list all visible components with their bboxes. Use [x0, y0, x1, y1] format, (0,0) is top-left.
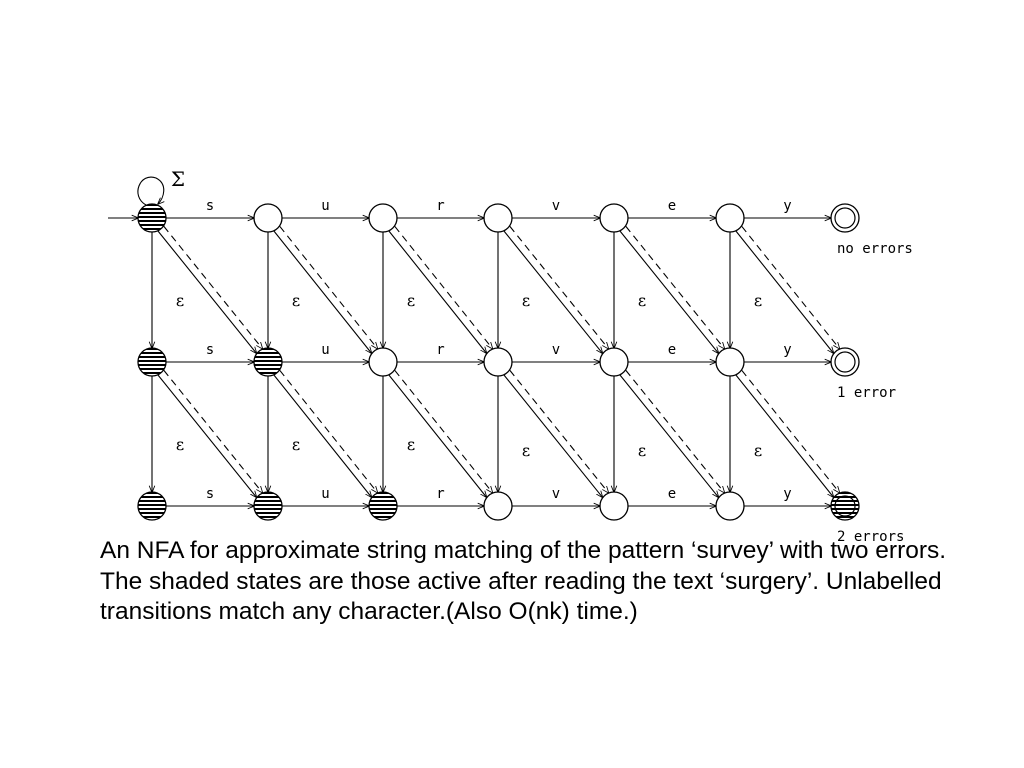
transition-label: v: [552, 342, 560, 358]
active-state: [368, 491, 398, 521]
active-state: [253, 347, 283, 377]
transition-label: y: [783, 198, 791, 214]
substitution-transition: [388, 230, 487, 353]
deletion-transition: [279, 370, 378, 492]
transition-label: e: [668, 198, 676, 214]
state: [715, 491, 745, 521]
transition-label: u: [321, 486, 329, 502]
state: [368, 203, 398, 233]
deletion-transition: [163, 226, 262, 348]
state: [253, 203, 283, 233]
epsilon-label: ε: [522, 291, 530, 310]
deletion-transition: [625, 370, 724, 492]
epsilon-label: ε: [176, 435, 184, 454]
sigma-label: Σ: [171, 167, 185, 191]
deletion-transition: [509, 370, 608, 492]
substitution-transition: [388, 374, 487, 497]
deletion-transition: [509, 226, 608, 348]
row-label-1-error: 1 error: [837, 385, 896, 401]
transition-label: e: [668, 342, 676, 358]
transition-label: s: [206, 486, 214, 502]
transition-label: y: [783, 486, 791, 502]
deletion-transition: [394, 226, 493, 348]
transition-label: y: [783, 342, 791, 358]
transition-label: v: [552, 486, 560, 502]
transition-label: r: [436, 342, 444, 358]
epsilon-label: ε: [754, 291, 762, 310]
active-state: [253, 491, 283, 521]
deletion-transition: [394, 370, 493, 492]
transition-label: e: [668, 486, 676, 502]
substitution-transition: [735, 374, 834, 497]
state: [483, 347, 513, 377]
substitution-transition: [157, 230, 256, 353]
epsilon-label: ε: [638, 441, 646, 460]
state: [715, 203, 745, 233]
row-label-no-errors: no errors: [837, 241, 913, 257]
active-state: [137, 491, 167, 521]
deletion-transition: [163, 370, 262, 492]
state: [599, 203, 629, 233]
active-state: [137, 347, 167, 377]
self-loop-transition: [137, 176, 164, 206]
substitution-transition: [273, 374, 372, 497]
transition-label: v: [552, 198, 560, 214]
figure-caption: An NFA for approximate string matching o…: [100, 537, 947, 625]
state: [483, 491, 513, 521]
epsilon-label: ε: [407, 435, 415, 454]
state: [483, 203, 513, 233]
substitution-transition: [619, 374, 718, 497]
state: [599, 347, 629, 377]
accepting-state-ring: [834, 351, 856, 373]
epsilon-label: ε: [292, 291, 300, 310]
epsilon-label: ε: [292, 435, 300, 454]
row-label-2-errors: 2 errors: [837, 529, 904, 545]
accepting-state-ring: [834, 495, 856, 517]
nfa-labels: s u r v e y s u r v e y s u r v e y ε ε ε ε ε ε ε ε ε ε ε ε Σno errors…: [171, 167, 913, 545]
transition-label: u: [321, 198, 329, 214]
nfa-states: [137, 203, 860, 521]
deletion-transition: [279, 226, 378, 348]
transition-label: u: [321, 342, 329, 358]
state: [368, 347, 398, 377]
state: [715, 347, 745, 377]
epsilon-label: ε: [522, 441, 530, 460]
deletion-transition: [741, 370, 840, 492]
deletion-transition: [625, 226, 724, 348]
epsilon-label: ε: [638, 291, 646, 310]
deletion-transition: [741, 226, 840, 348]
nfa-edges: [108, 176, 840, 506]
epsilon-label: ε: [407, 291, 415, 310]
substitution-transition: [157, 374, 256, 497]
substitution-transition: [503, 230, 602, 353]
epsilon-label: ε: [754, 441, 762, 460]
accepting-state-ring: [834, 207, 856, 229]
epsilon-label: ε: [176, 291, 184, 310]
substitution-transition: [503, 374, 602, 497]
transition-label: r: [436, 198, 444, 214]
transition-label: r: [436, 486, 444, 502]
transition-label: s: [206, 198, 214, 214]
active-state: [137, 203, 167, 233]
state: [599, 491, 629, 521]
substitution-transition: [619, 230, 718, 353]
substitution-transition: [735, 230, 834, 353]
substitution-transition: [273, 230, 372, 353]
transition-label: s: [206, 342, 214, 358]
